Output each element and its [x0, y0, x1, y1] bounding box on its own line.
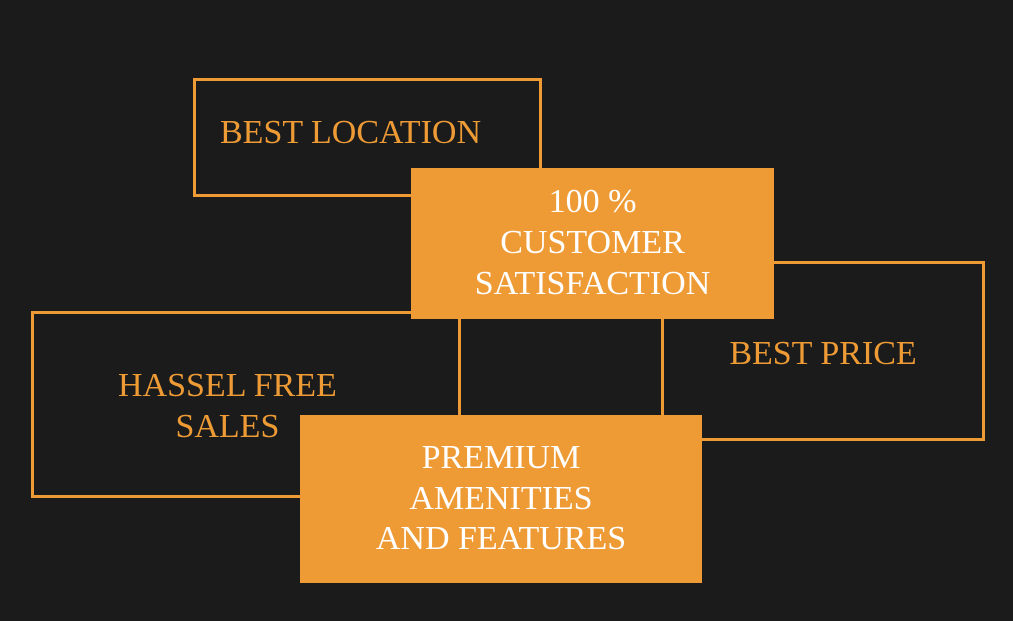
best-price-card: BEST PRICE: [661, 261, 985, 441]
premium-amenities-label: PREMIUM AMENITIES AND FEATURES: [375, 438, 627, 558]
customer-satisfaction-card: 100 % CUSTOMER SATISFACTION: [411, 168, 774, 319]
premium-amenities-card: PREMIUM AMENITIES AND FEATURES: [300, 415, 702, 583]
best-location-card: BEST LOCATION: [193, 78, 542, 197]
hassle-free-sales-card: HASSEL FREE SALES: [31, 311, 461, 498]
best-price-label: BEST PRICE: [729, 335, 917, 372]
hassle-free-sales-label: HASSEL FREE SALES: [118, 367, 337, 445]
customer-satisfaction-label: 100 % CUSTOMER SATISFACTION: [474, 183, 711, 302]
best-location-label: BEST LOCATION: [220, 114, 481, 151]
